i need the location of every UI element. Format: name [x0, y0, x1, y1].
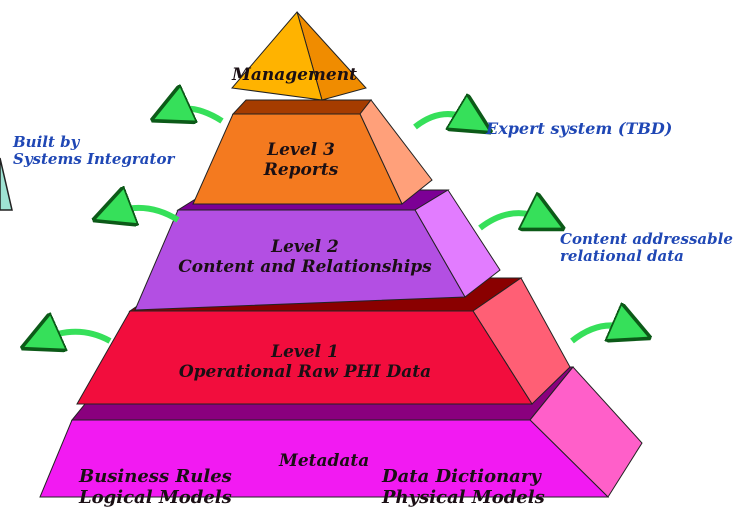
- left-note: Built by Systems Integrator: [13, 133, 175, 169]
- level3-title: Level 3: [267, 140, 335, 160]
- base-right-block: Data Dictionary Physical Models: [382, 466, 545, 508]
- level3-tier: [192, 99, 433, 205]
- base-left-block: Business Rules Logical Models: [79, 466, 232, 508]
- level3-label: Level 3 Reports: [226, 140, 376, 180]
- curved-arrow-left-icon: [40, 332, 112, 341]
- curved-arrow-left-icon: [112, 208, 180, 220]
- expert-system-note: Expert system (TBD): [486, 119, 673, 138]
- apex-pyramid: [231, 10, 367, 101]
- content-addressable-label: Content addressable: [560, 230, 733, 248]
- relational-data-label: relational data: [560, 247, 684, 266]
- level2-label: Level 2 Content and Relationships: [160, 237, 450, 277]
- data-dictionary-label: Data Dictionary: [382, 466, 541, 487]
- level2-title: Level 2: [271, 237, 339, 257]
- content-addressable-note: Content addressable relational data: [560, 230, 733, 266]
- level1-title: Level 1: [271, 342, 339, 362]
- physical-models-label: Physical Models: [382, 486, 545, 508]
- level3-subtitle: Reports: [263, 159, 339, 180]
- curved-arrow-right-icon: [478, 213, 546, 228]
- systems-integrator-label: Systems Integrator: [13, 150, 175, 169]
- logical-models-label: Logical Models: [79, 486, 232, 508]
- apex-label: Management: [232, 65, 357, 85]
- level2-subtitle: Content and Relationships: [178, 256, 432, 277]
- partial-triangle-icon: [0, 157, 13, 211]
- base-title: Metadata: [279, 451, 370, 471]
- built-by-label: Built by: [13, 133, 80, 151]
- curved-arrow-right-icon: [413, 114, 474, 127]
- curved-arrow-left-icon: [170, 109, 224, 121]
- level1-label: Level 1 Operational Raw PHI Data: [140, 342, 470, 382]
- level1-subtitle: Operational Raw PHI Data: [178, 361, 432, 382]
- business-rules-label: Business Rules: [79, 466, 232, 487]
- curved-arrow-right-icon: [570, 325, 632, 344]
